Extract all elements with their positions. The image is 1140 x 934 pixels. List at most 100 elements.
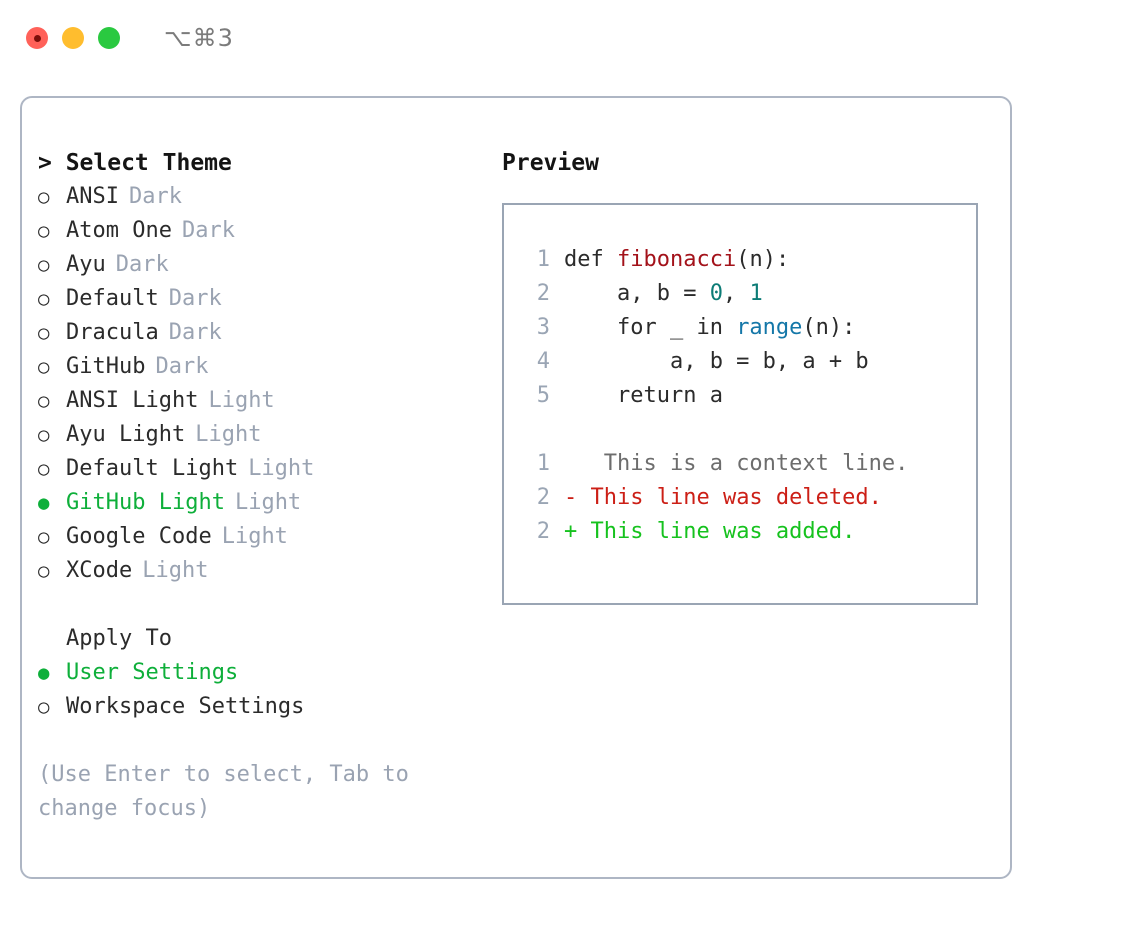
line-number: 4 [536,349,550,374]
theme-option-label: GitHub Light [66,490,225,515]
theme-variant-tag: Light [142,558,209,583]
code-token-fn: fibonacci [616,247,737,272]
radio-unselected-icon: ○ [38,322,50,344]
theme-option-label: Ayu Light [66,422,186,447]
line-number: 5 [536,383,550,408]
code-line-content: a, b = b, a + b [564,345,869,379]
code-token-plain: def [564,247,617,272]
theme-variant-tag: Dark [155,354,209,379]
theme-variant-tag: Light [234,490,302,515]
radio-unselected-icon: ○ [38,526,50,548]
code-line: 3 for _ in range(n): [522,311,976,345]
radio-selected-icon: ● [38,662,50,684]
code-line: 5 return a [522,379,976,413]
apply-to-option-user-settings[interactable]: ● User Settings [38,656,487,690]
code-token-plain: , [722,281,750,306]
theme-variant-tag: Dark [181,218,235,243]
code-line-content: def fibonacci(n): [564,243,789,277]
apply-to-option-label: User Settings [66,660,239,685]
theme-option-label: Atom One [66,218,172,243]
line-number: 1 [536,247,550,272]
keyboard-hint-text: (Use Enter to select, Tab to change focu… [38,762,423,821]
line-number: 2 [536,519,550,544]
theme-option-label: Default Light [66,456,239,481]
radio-unselected-icon: ○ [38,424,50,446]
theme-option-default[interactable]: ○ Default Dark [38,282,487,316]
diff-marker-icon [564,447,577,481]
close-window-button[interactable] [26,27,48,49]
radio-unselected-icon: ○ [38,458,50,480]
apply-to-option-label: Workspace Settings [66,694,305,719]
diff-line-text: This line was deleted. [577,485,882,510]
theme-option-atom-one[interactable]: ○ Atom One Dark [38,214,487,248]
line-number: 2 [536,485,550,510]
radio-unselected-icon: ○ [38,696,50,718]
apply-to-option-workspace-settings[interactable]: ○ Workspace Settings [38,690,487,724]
code-token-num: 0 [709,281,723,306]
theme-option-label: Ayu [66,252,106,277]
theme-option-google-code[interactable]: ○ Google Code Light [38,520,487,554]
theme-option-ayu-light[interactable]: ○ Ayu Light Light [38,418,487,452]
code-token-num: 1 [749,281,763,306]
keyboard-shortcut-label: ⌥⌘3 [164,24,234,52]
radio-unselected-icon: ○ [38,288,50,310]
apply-to-option-list: ● User Settings ○ Workspace Settings [38,656,487,724]
line-number: 3 [536,315,550,340]
code-line-content: for _ in range(n): [564,311,855,345]
theme-variant-tag: Dark [115,252,169,277]
code-line-content: return a [564,379,723,413]
diff-line-text: This line was added. [577,519,856,544]
select-theme-heading: > Select Theme [38,150,232,176]
theme-variant-tag: Dark [168,320,222,345]
code-token-call: range [736,315,803,340]
theme-variant-tag: Light [221,524,288,549]
diff-sample: 1 This is a context line.2- This line wa… [522,447,976,549]
diff-line-context: 1 This is a context line. [522,447,976,481]
theme-option-label: Default [66,286,159,311]
diff-line-deleted: 2- This line was deleted. [522,481,976,515]
theme-variant-tag: Dark [168,286,222,311]
diff-marker-icon: + [564,519,578,544]
window-titlebar: ⌥⌘3 [0,0,1140,76]
code-diff-separator [522,413,976,447]
diff-marker-icon: - [564,485,578,510]
code-line: 4 a, b = b, a + b [522,345,976,379]
code-line-content: a, b = 0, 1 [564,277,763,311]
zoom-window-button[interactable] [98,27,120,49]
code-token-plain: a, b = b, a + b [564,349,869,374]
radio-unselected-icon: ○ [38,356,50,378]
code-token-plain: return a [564,383,723,408]
diff-line-text: This is a context line. [577,451,909,476]
radio-unselected-icon: ○ [38,220,50,242]
theme-variant-tag: Light [195,422,262,447]
theme-option-label: ANSI Light [66,388,199,413]
theme-option-label: Google Code [66,524,212,549]
theme-option-label: GitHub [66,354,146,379]
theme-variant-tag: Light [208,388,275,413]
code-token-plain: a, b = [564,281,710,306]
code-line: 2 a, b = 0, 1 [522,277,976,311]
radio-unselected-icon: ○ [38,186,50,208]
minimize-window-button[interactable] [62,27,84,49]
radio-selected-icon: ● [38,492,50,514]
theme-option-github-light[interactable]: ● GitHub Light Light [38,486,487,520]
preview-heading: Preview [502,150,599,176]
theme-variant-tag: Dark [128,184,182,209]
code-token-plain: for _ in [564,315,737,340]
apply-to-heading: Apply To [66,626,172,651]
theme-option-github[interactable]: ○ GitHub Dark [38,350,487,384]
theme-option-label: XCode [66,558,133,583]
